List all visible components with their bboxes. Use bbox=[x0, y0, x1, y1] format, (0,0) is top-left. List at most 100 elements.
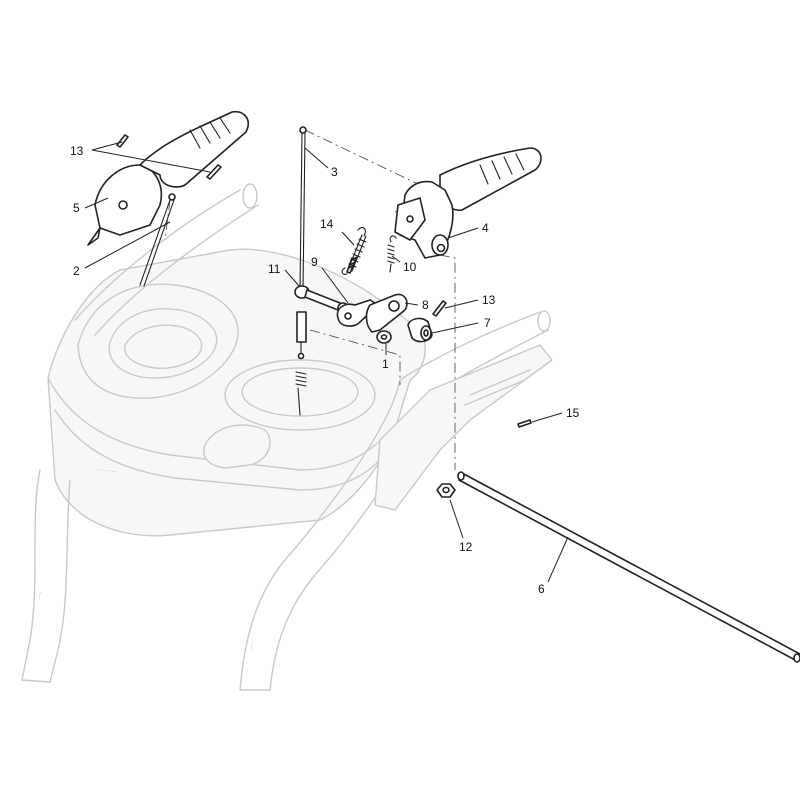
small-pin bbox=[517, 419, 532, 428]
leader-8 bbox=[404, 302, 419, 306]
leader-15 bbox=[531, 412, 563, 423]
spring-coils bbox=[348, 238, 367, 268]
decal-mark: ------ bbox=[36, 591, 42, 600]
part-12-nut bbox=[436, 483, 456, 498]
small-spring-coils bbox=[387, 244, 395, 264]
leader-13-left bbox=[91, 141, 211, 173]
part-7-bushing bbox=[407, 317, 433, 343]
washer-inner bbox=[380, 334, 388, 340]
part-1-washer bbox=[376, 330, 392, 344]
leader-9 bbox=[321, 267, 349, 304]
right-handle-tube-outer bbox=[239, 379, 401, 691]
handle-frame-ghost: ----- ------ ---- ------ ------ bbox=[21, 183, 553, 691]
phantom-line bbox=[439, 254, 456, 470]
rod-start bbox=[457, 471, 465, 481]
part-4-right-lever bbox=[394, 147, 542, 259]
callout-8: 8 bbox=[422, 298, 429, 312]
roll-pin bbox=[206, 164, 222, 180]
bushing-bore bbox=[423, 329, 429, 337]
left-upper-grip bbox=[139, 110, 249, 188]
small-spring-hook bbox=[389, 235, 397, 273]
part-13-pin-right bbox=[432, 300, 447, 317]
roll-pin bbox=[116, 134, 129, 148]
leader-2 bbox=[84, 221, 171, 269]
callout-10: 10 bbox=[403, 260, 417, 274]
callout-1: 1 bbox=[382, 357, 389, 371]
callout-3: 3 bbox=[331, 165, 338, 179]
callout-9: 9 bbox=[311, 255, 318, 269]
callout-4: 4 bbox=[482, 221, 489, 235]
leader-12 bbox=[449, 499, 464, 539]
part-9-bell-crank bbox=[336, 299, 379, 327]
hood-inner bbox=[124, 324, 203, 369]
callout-7: 7 bbox=[484, 316, 491, 330]
leader-10 bbox=[391, 255, 401, 263]
decal-mark: ------ bbox=[248, 641, 254, 650]
callout-2: 2 bbox=[73, 264, 80, 278]
leader-13-right bbox=[444, 299, 479, 309]
round-opening bbox=[224, 359, 376, 431]
leader-5 bbox=[84, 197, 109, 209]
spring-hook bbox=[357, 227, 366, 237]
cable-end bbox=[168, 193, 176, 201]
part-5-left-lever bbox=[87, 110, 249, 246]
raised-hood bbox=[77, 283, 239, 399]
part-6-shift-rod bbox=[457, 471, 800, 663]
leader-lines bbox=[84, 141, 569, 583]
cable-wire bbox=[302, 132, 306, 291]
callout-13-left: 13 bbox=[70, 144, 84, 158]
side-bracket bbox=[374, 344, 553, 511]
bell-crank-hole bbox=[344, 312, 352, 320]
side-bracket-slot bbox=[464, 369, 531, 406]
dashboard-front-band bbox=[54, 409, 381, 491]
decal-mark: ----- ------ ---- bbox=[95, 466, 118, 474]
callout-14: 14 bbox=[320, 217, 334, 231]
callout-6: 6 bbox=[538, 582, 545, 596]
right-lever-pivot bbox=[406, 215, 414, 223]
rear-tube-upper bbox=[399, 311, 541, 381]
callouts: 13 5 2 3 14 11 9 10 4 8 13 7 1 15 12 6 bbox=[70, 144, 580, 596]
part-13-pins-left bbox=[116, 134, 222, 180]
right-grip-ridges bbox=[479, 153, 525, 185]
part-10-spring bbox=[387, 235, 397, 273]
rod-body bbox=[458, 472, 800, 662]
nut-bore bbox=[442, 486, 450, 494]
part-14-spring bbox=[341, 227, 367, 275]
left-grip-ridges bbox=[189, 117, 231, 149]
callout-11: 11 bbox=[268, 262, 281, 276]
left-lever-plate bbox=[94, 164, 162, 236]
part-2-left-cable bbox=[139, 193, 176, 287]
phantom-line bbox=[304, 129, 421, 186]
lower-spring bbox=[295, 371, 307, 416]
spring-hook bbox=[341, 267, 348, 275]
cable-wire bbox=[139, 199, 171, 286]
left-handle-tube-end bbox=[21, 679, 51, 683]
left-handle-tube-inner bbox=[49, 479, 71, 683]
left-grip-tube-upper bbox=[74, 189, 241, 321]
front-grip bbox=[203, 424, 271, 469]
part-3-vertical-cable bbox=[295, 126, 307, 416]
cable-top-end bbox=[299, 126, 307, 134]
cable-wire bbox=[299, 132, 303, 291]
callout-13-right: 13 bbox=[482, 293, 496, 307]
round-opening-inner bbox=[241, 367, 359, 417]
part-15-pin bbox=[517, 419, 532, 428]
right-lever-nut bbox=[436, 243, 446, 253]
cable-bottom-end bbox=[297, 352, 305, 360]
leader-3 bbox=[304, 147, 329, 169]
leader-14 bbox=[341, 231, 355, 246]
cable-lower-sleeve bbox=[296, 311, 307, 343]
rod-end bbox=[793, 653, 800, 663]
left-handle-tube-outer bbox=[21, 469, 41, 681]
cable-wire bbox=[143, 199, 175, 287]
leader-6 bbox=[547, 536, 569, 583]
hood-recess bbox=[108, 308, 218, 379]
link-plate-hole bbox=[388, 300, 400, 312]
callout-12: 12 bbox=[459, 540, 473, 554]
rear-tube-cap bbox=[537, 310, 551, 332]
roll-pin bbox=[432, 300, 447, 317]
left-lever-pivot bbox=[118, 200, 128, 210]
right-upper-grip bbox=[439, 147, 542, 211]
callout-5: 5 bbox=[73, 201, 80, 215]
